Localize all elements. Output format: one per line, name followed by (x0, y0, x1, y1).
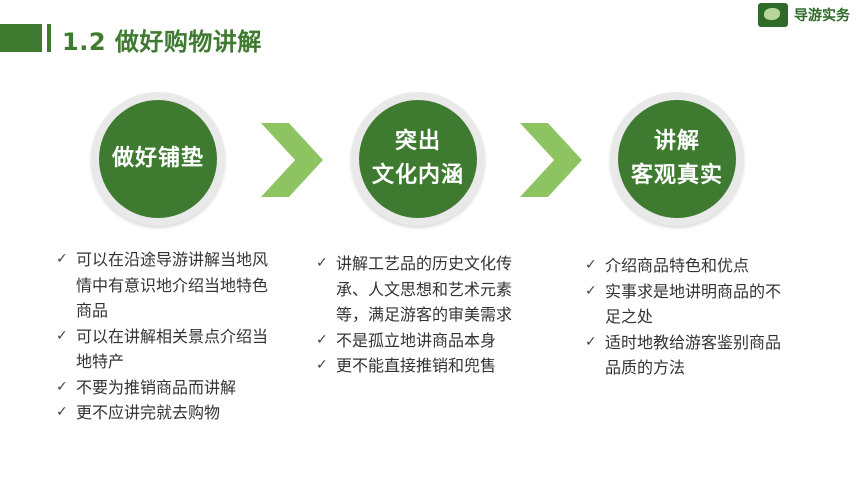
list-item: 不是孤立地讲商品本身 (316, 328, 522, 354)
list-item: 不要为推销商品而讲解 (56, 375, 278, 401)
chevron-right-icon (261, 123, 323, 197)
step-2-bullet-list: 讲解工艺品的历史文化传承、人文思想和艺术元素等，满足游客的审美需求 不是孤立地讲… (316, 251, 522, 379)
title-bar-thin (47, 24, 51, 52)
list-item: 可以在讲解相关景点介绍当地特产 (56, 324, 278, 375)
brand: 导游实务 (758, 3, 850, 27)
guide-logo-icon (758, 3, 788, 27)
step-2-circle: 突出 文化内涵 (351, 92, 485, 226)
step-1-bullet-list: 可以在沿途导游讲解当地风情中有意识地介绍当地特色商品 可以在讲解相关景点介绍当地… (56, 247, 278, 426)
step-3-label-line-2: 客观真实 (630, 163, 723, 188)
step-3-label-line-1: 讲解 (653, 129, 700, 154)
list-item: 更不应讲完就去购物 (56, 400, 278, 426)
list-item: 讲解工艺品的历史文化传承、人文思想和艺术元素等，满足游客的审美需求 (316, 251, 522, 328)
list-item: 介绍商品特色和优点 (585, 253, 783, 279)
step-3-badge: 讲解 客观真实 (618, 100, 736, 218)
step-3-circle: 讲解 客观真实 (610, 92, 744, 226)
step-2-label-line-1: 突出 (394, 129, 441, 154)
title-bar-thick (0, 24, 42, 52)
brand-name: 导游实务 (794, 8, 850, 24)
list-item: 更不能直接推销和兜售 (316, 353, 522, 379)
step-1-label: 做好铺垫 (111, 146, 204, 171)
step-1-badge: 做好铺垫 (99, 100, 217, 218)
step-3-bullet-list: 介绍商品特色和优点 实事求是地讲明商品的不足之处 适时地教给游客鉴别商品品质的方… (585, 253, 783, 381)
page-title: 1.2 做好购物讲解 (62, 28, 262, 56)
step-2-badge: 突出 文化内涵 (359, 100, 477, 218)
step-1-circle: 做好铺垫 (91, 92, 225, 226)
list-item: 可以在沿途导游讲解当地风情中有意识地介绍当地特色商品 (56, 247, 278, 324)
step-2-label-line-2: 文化内涵 (371, 163, 464, 188)
list-item: 实事求是地讲明商品的不足之处 (585, 279, 783, 330)
chevron-right-icon (520, 123, 582, 197)
list-item: 适时地教给游客鉴别商品品质的方法 (585, 330, 783, 381)
